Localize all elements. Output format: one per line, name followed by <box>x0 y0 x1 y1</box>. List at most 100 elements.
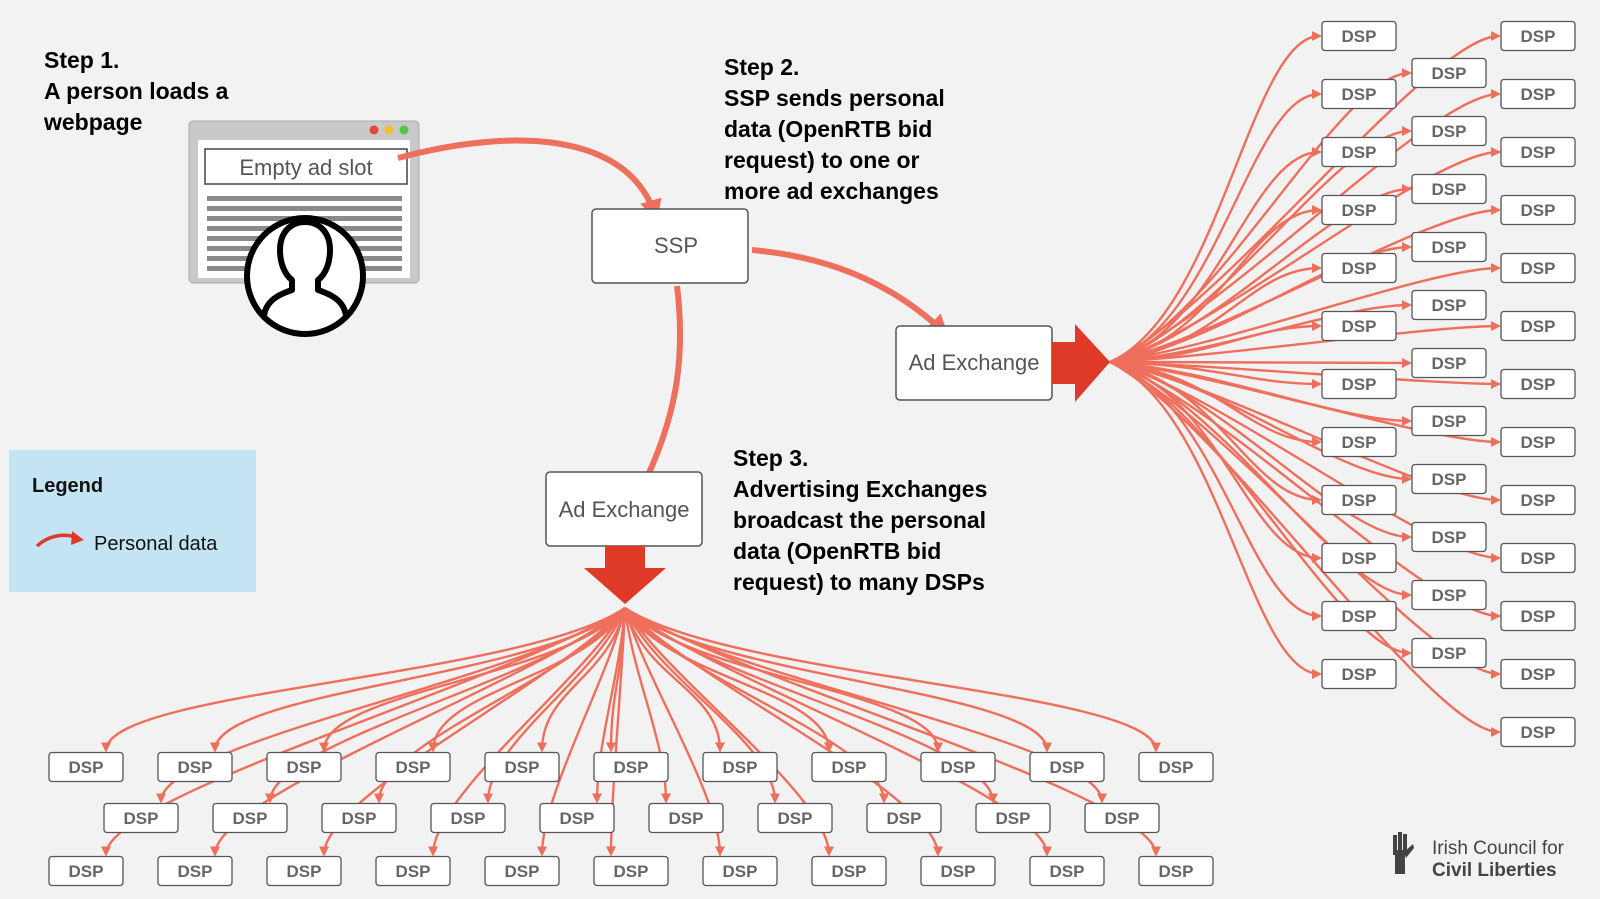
dsp-box: DSP <box>1138 855 1214 887</box>
dsp-box: DSP <box>811 751 887 783</box>
dsp-label: DSP <box>1521 259 1556 278</box>
dsp-label: DSP <box>723 862 758 881</box>
dsp-box: DSP <box>1321 600 1397 632</box>
dsp-label: DSP <box>1342 201 1377 220</box>
dsp-box: DSP <box>1500 20 1576 52</box>
dsp-label: DSP <box>832 862 867 881</box>
dsp-box: DSP <box>1411 637 1487 669</box>
broadcast-arrow <box>537 607 627 753</box>
dsp-label: DSP <box>941 862 976 881</box>
step3-text: Step 3. Advertising Exchanges broadcast … <box>733 445 994 595</box>
dsp-box: DSP <box>1411 57 1487 89</box>
broadcast-arrow <box>1109 321 1501 364</box>
dsp-box: DSP <box>1500 658 1576 690</box>
dsp-box: DSP <box>1321 426 1397 458</box>
dsp-label: DSP <box>1432 122 1467 141</box>
dsp-label: DSP <box>1432 528 1467 547</box>
broadcast-arrow <box>101 607 626 753</box>
broadcast-arrow <box>623 607 834 753</box>
dsp-box: DSP <box>1411 289 1487 321</box>
dsp-label: DSP <box>1521 27 1556 46</box>
dsp-label: DSP <box>1342 491 1377 510</box>
dsp-label: DSP <box>396 862 431 881</box>
dsp-box: DSP <box>1411 579 1487 611</box>
dsp-box: DSP <box>1411 115 1487 147</box>
dsp-label: DSP <box>560 809 595 828</box>
logo-line2: Civil Liberties <box>1432 860 1557 881</box>
dsp-label: DSP <box>1432 586 1467 605</box>
ad-exchange-right-label: Ad Exchange <box>909 350 1040 375</box>
dsp-label: DSP <box>1432 470 1467 489</box>
broadcast-arrow <box>1109 360 1501 447</box>
dsp-box: DSP <box>1500 368 1576 400</box>
dsp-box: DSP <box>1500 78 1576 110</box>
dsp-label: DSP <box>941 758 976 777</box>
legend: Legend Personal data <box>9 450 256 592</box>
dsp-box: DSP <box>1084 802 1160 834</box>
broadcast-arrow <box>1109 300 1412 364</box>
broadcast-arrow <box>1109 31 1501 364</box>
dsp-box: DSP <box>1411 463 1487 495</box>
dsp-box: DSP <box>1500 136 1576 168</box>
broadcast-arrow <box>1109 263 1501 364</box>
dsp-box: DSP <box>1411 173 1487 205</box>
logo-line1: Irish Council for <box>1432 838 1565 859</box>
dsp-box: DSP <box>757 802 833 834</box>
dsp-label: DSP <box>1342 375 1377 394</box>
dsp-box: DSP <box>1321 368 1397 400</box>
broadcast-arrow <box>428 607 627 753</box>
broadcast-arrow <box>623 607 725 753</box>
dsp-label: DSP <box>832 758 867 777</box>
dsp-label: DSP <box>69 862 104 881</box>
dsp-box: DSP <box>1500 600 1576 632</box>
dsp-label: DSP <box>669 809 704 828</box>
window-dot-red <box>369 125 379 135</box>
dsp-label: DSP <box>1521 375 1556 394</box>
arrow-adslot-to-ssp <box>397 137 662 222</box>
dsp-label: DSP <box>1432 412 1467 431</box>
dsp-label: DSP <box>1432 354 1467 373</box>
dsp-label: DSP <box>614 862 649 881</box>
dsp-box: DSP <box>266 855 342 887</box>
dsp-label: DSP <box>1342 433 1377 452</box>
dsp-box: DSP <box>1500 310 1576 342</box>
broadcast-arrow <box>624 607 1052 753</box>
dsp-box: DSP <box>1321 484 1397 516</box>
dsp-box: DSP <box>1500 252 1576 284</box>
dsp-label: DSP <box>124 809 159 828</box>
dsp-box: DSP <box>1500 426 1576 458</box>
dsp-label: DSP <box>178 758 213 777</box>
dsp-box: DSP <box>1321 20 1397 52</box>
dsp-box: DSP <box>539 802 615 834</box>
dsp-box: DSP <box>648 802 724 834</box>
dsp-box: DSP <box>1411 347 1487 379</box>
dsp-box: DSP <box>48 855 124 887</box>
dsp-label: DSP <box>1050 758 1085 777</box>
dsp-box: DSP <box>975 802 1051 834</box>
icclogo: Irish Council for Civil Liberties <box>1393 832 1565 881</box>
broadcast-arrow <box>1109 147 1501 364</box>
dsp-box: DSP <box>866 802 942 834</box>
arrow-ssp-to-exchange-bottom <box>637 285 684 496</box>
dsp-box: DSP <box>1500 542 1576 574</box>
dsp-label: DSP <box>451 809 486 828</box>
step1-text: Step 1. A person loads a webpage <box>43 47 235 135</box>
dsp-box: DSP <box>1321 310 1397 342</box>
dsp-label: DSP <box>1521 607 1556 626</box>
dsp-box: DSP <box>1411 405 1487 437</box>
broadcast-arrow <box>1109 360 1322 447</box>
broadcast-arrow <box>1109 360 1501 389</box>
ssp-box: SSP <box>591 208 749 284</box>
dsp-label: DSP <box>887 809 922 828</box>
dsp-box: DSP <box>702 751 778 783</box>
dsp-label: DSP <box>1159 862 1194 881</box>
person-icon <box>244 215 366 337</box>
dsp-label: DSP <box>505 758 540 777</box>
dsp-label: DSP <box>1342 665 1377 684</box>
dsp-box: DSP <box>1321 194 1397 226</box>
dsp-box: DSP <box>1029 855 1105 887</box>
browser-window: Empty ad slot <box>188 120 420 337</box>
dsp-label: DSP <box>1105 809 1140 828</box>
dsp-box: DSP <box>1321 136 1397 168</box>
dsp-box: DSP <box>375 855 451 887</box>
